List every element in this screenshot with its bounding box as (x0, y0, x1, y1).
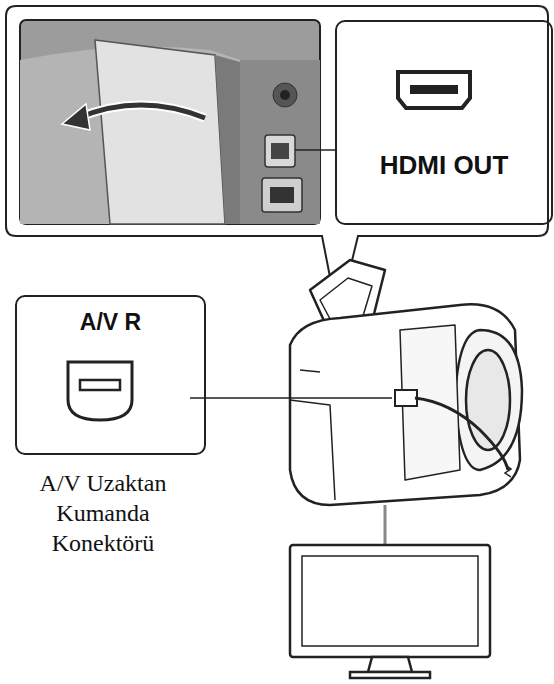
connector-caption: A/V Uzaktan Kumanda Konektörü (8, 468, 198, 558)
television (290, 545, 490, 678)
port-photo (20, 20, 320, 224)
leader-line (190, 397, 392, 399)
av-cable (385, 390, 511, 548)
connector-callout-box: A/V R (15, 295, 206, 455)
port-cover (95, 40, 225, 224)
port-callout-box: HDMI OUT (335, 20, 553, 225)
port-label: A/V R (17, 309, 204, 336)
port-label: HDMI OUT (337, 150, 551, 181)
hdmi-port-icon (398, 72, 470, 108)
av-connector-icon (68, 362, 132, 420)
camcorder-body (290, 260, 522, 505)
